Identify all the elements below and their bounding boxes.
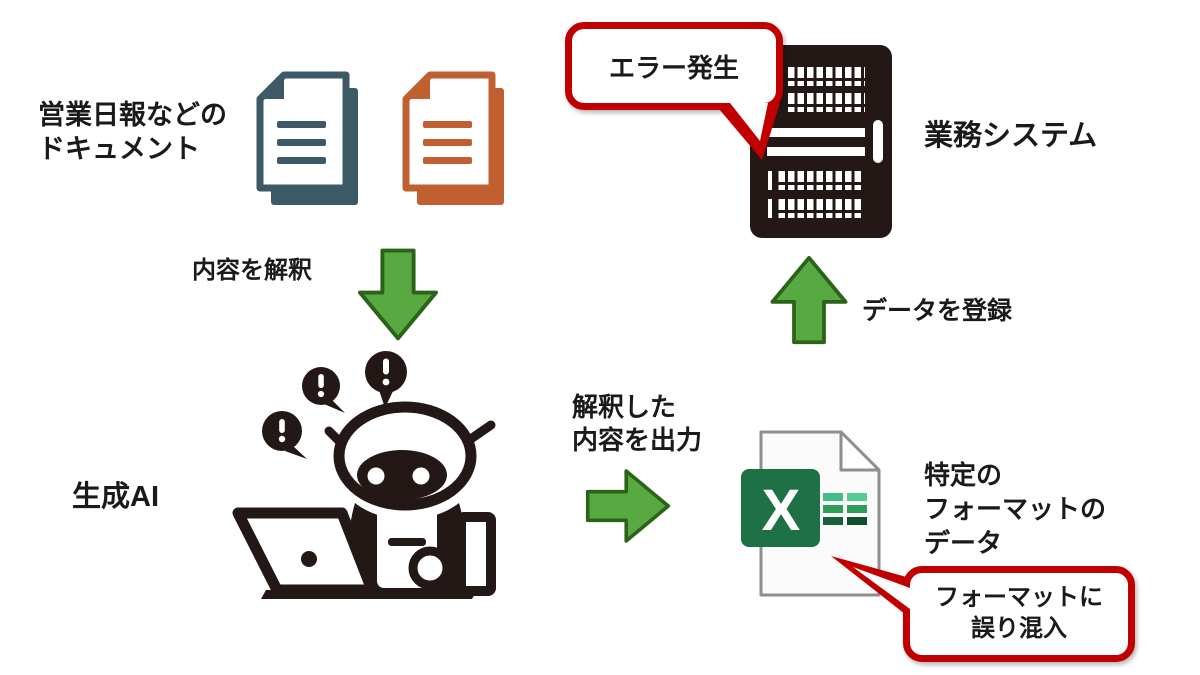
output-label: 解釈した 内容を出力 bbox=[572, 392, 703, 455]
excel-data-label: 特定の フォーマットの データ bbox=[924, 460, 1107, 558]
exclamation-bubble-icon bbox=[365, 351, 407, 408]
arrow-up-icon bbox=[770, 255, 848, 345]
exclamation-bubble-icon bbox=[262, 411, 307, 459]
excel-file-icon: X bbox=[741, 430, 881, 597]
format-error-callout-tail bbox=[831, 556, 910, 618]
interpret-label: 内容を解釈 bbox=[192, 257, 312, 284]
document-icon-orange bbox=[402, 71, 504, 205]
register-label: データを登録 bbox=[862, 297, 1013, 325]
arrow-right-icon bbox=[585, 469, 671, 543]
format-error-callout: フォーマットに 誤り混入 bbox=[903, 566, 1135, 662]
arrow-down-icon bbox=[357, 248, 439, 341]
server-icon bbox=[750, 45, 892, 238]
excel-letter: X bbox=[762, 478, 801, 543]
gen-ai-label: 生成AI bbox=[72, 481, 160, 513]
exclamation-bubble-icon bbox=[302, 367, 345, 413]
system-label: 業務システム bbox=[924, 120, 1098, 152]
laptop-icon bbox=[232, 507, 378, 596]
document-icon-teal bbox=[256, 71, 358, 205]
documents-label: 営業日報などの ドキュメント bbox=[38, 100, 227, 165]
error-callout-tail bbox=[714, 103, 780, 160]
error-callout: エラー発生 bbox=[565, 22, 783, 110]
robot-at-laptop-icon bbox=[232, 351, 496, 599]
